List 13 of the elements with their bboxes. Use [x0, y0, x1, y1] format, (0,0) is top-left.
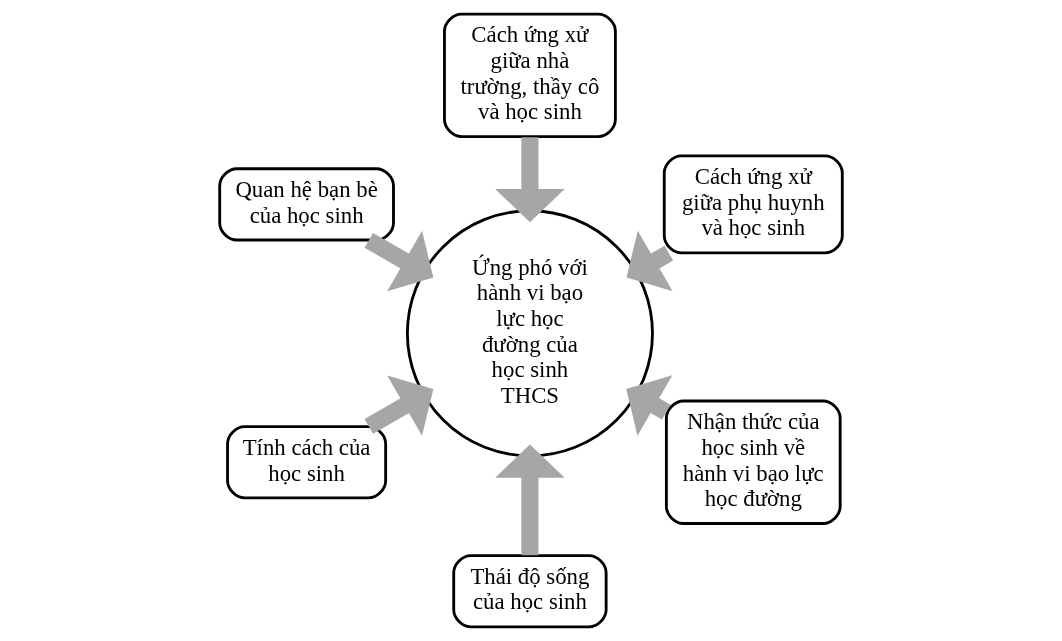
- node-box: Nhận thức của học sinh về hành vi bạo lực học đường: [664, 399, 842, 525]
- arrow: [495, 444, 565, 556]
- node-box: Tính cách của học sinh: [226, 425, 388, 500]
- node-circle: Ứng phó với hành vi bạo lực học đường của học sinh THCS: [405, 209, 654, 458]
- node-box: Cách ứng xử giữa phụ huynh và học sinh: [662, 154, 844, 255]
- arrow: [626, 230, 674, 292]
- arrow: [364, 230, 434, 292]
- node-box: Cách ứng xử giữa nhà trường, thầy cô và học sinh: [443, 12, 617, 139]
- arrow: [495, 137, 565, 223]
- arrow: [626, 375, 673, 436]
- node-box: Quan hệ bạn bè của học sinh: [218, 167, 395, 242]
- node-box: Thái độ sống của học sinh: [452, 554, 608, 629]
- arrow: [364, 375, 434, 436]
